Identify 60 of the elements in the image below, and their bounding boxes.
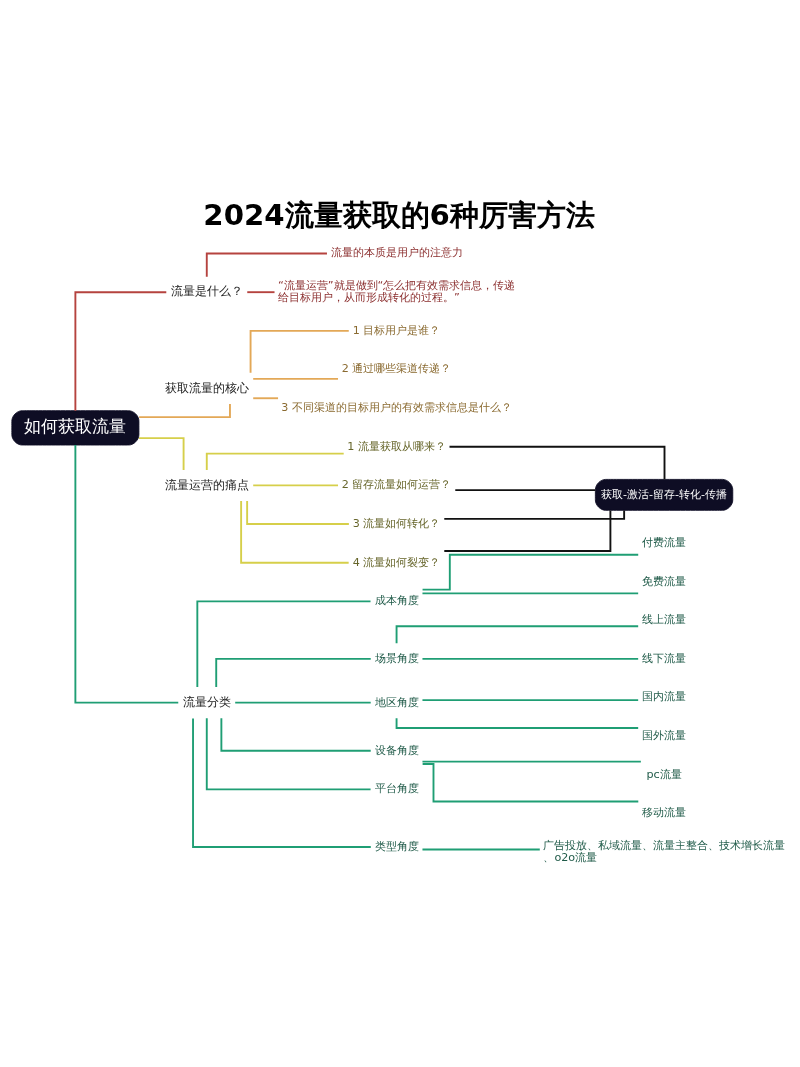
connector	[421, 760, 642, 763]
node-text: 流量运营的痛点	[164, 477, 249, 492]
connector	[421, 592, 640, 595]
connector	[443, 509, 626, 520]
node-text: 成本角度	[374, 594, 419, 608]
node-text: 免费流量	[642, 574, 687, 588]
connector	[74, 291, 168, 412]
connector	[249, 329, 350, 374]
connector	[421, 553, 640, 591]
node-text: 流量是什么？	[170, 284, 243, 299]
node-text: 国内流量	[642, 690, 687, 704]
node-text: 4 流量如何裂变？	[352, 555, 441, 569]
connector	[246, 291, 276, 294]
node-text: 3 不同渠道的目标用户的有效需求信息是什么？	[281, 401, 512, 415]
connector	[252, 377, 339, 380]
connector	[138, 437, 185, 471]
connector	[205, 452, 345, 471]
connector	[448, 445, 666, 481]
connector	[246, 499, 350, 525]
node-text: 广告投放、私域流量、流量主整合、技术增长流量、o2o流量	[543, 839, 786, 865]
connector	[240, 500, 350, 564]
connector	[234, 701, 372, 704]
connector	[196, 600, 372, 688]
node-text: 国外流量	[642, 729, 687, 743]
node-text: 3 流量如何转化？	[352, 516, 441, 530]
connector	[421, 848, 541, 851]
connector	[205, 252, 328, 278]
connector	[74, 444, 180, 704]
node-text: 地区角度	[374, 695, 419, 709]
connector	[443, 509, 612, 552]
connector	[220, 717, 372, 752]
node-text: 设备角度	[374, 743, 419, 757]
connector	[421, 657, 640, 660]
connector	[454, 489, 597, 492]
connector	[252, 484, 339, 487]
node-text: “流量运营”就是做到“怎么把有效需求信息，传递给目标用户，从而形成转化的过程。”	[278, 279, 516, 305]
connector	[421, 763, 640, 803]
diagram-title: 2024流量获取的6种厉害方法	[203, 198, 595, 233]
node-text: 平台角度	[374, 782, 419, 796]
connector	[421, 699, 640, 702]
node-text: pc流量	[646, 767, 682, 781]
node-box: 获取-激活-留存-转化-传播	[594, 478, 734, 511]
connector	[205, 717, 372, 791]
node-text: 流量分类	[182, 694, 231, 709]
node-text: 线下流量	[642, 651, 687, 665]
node-text: 流量的本质是用户的注意力	[330, 246, 463, 260]
node-text: 2 留存流量如何运营？	[341, 478, 452, 492]
connector	[192, 717, 372, 848]
node-text: 移动流量	[642, 806, 687, 820]
node-text: 1 目标用户是谁？	[352, 323, 441, 337]
node-text: 类型角度	[374, 839, 419, 853]
connector	[215, 657, 372, 689]
node-text: 场景角度	[374, 651, 419, 665]
connector	[252, 397, 279, 400]
node-text: 2 通过哪些渠道传递？	[341, 362, 452, 376]
node-box: 如何获取流量	[11, 410, 140, 446]
node-text: 付费流量	[642, 535, 687, 549]
node-text: 1 流量获取从哪来？	[347, 439, 446, 453]
node-text: 线上流量	[642, 613, 687, 627]
node-text: 获取流量的核心	[164, 380, 249, 395]
